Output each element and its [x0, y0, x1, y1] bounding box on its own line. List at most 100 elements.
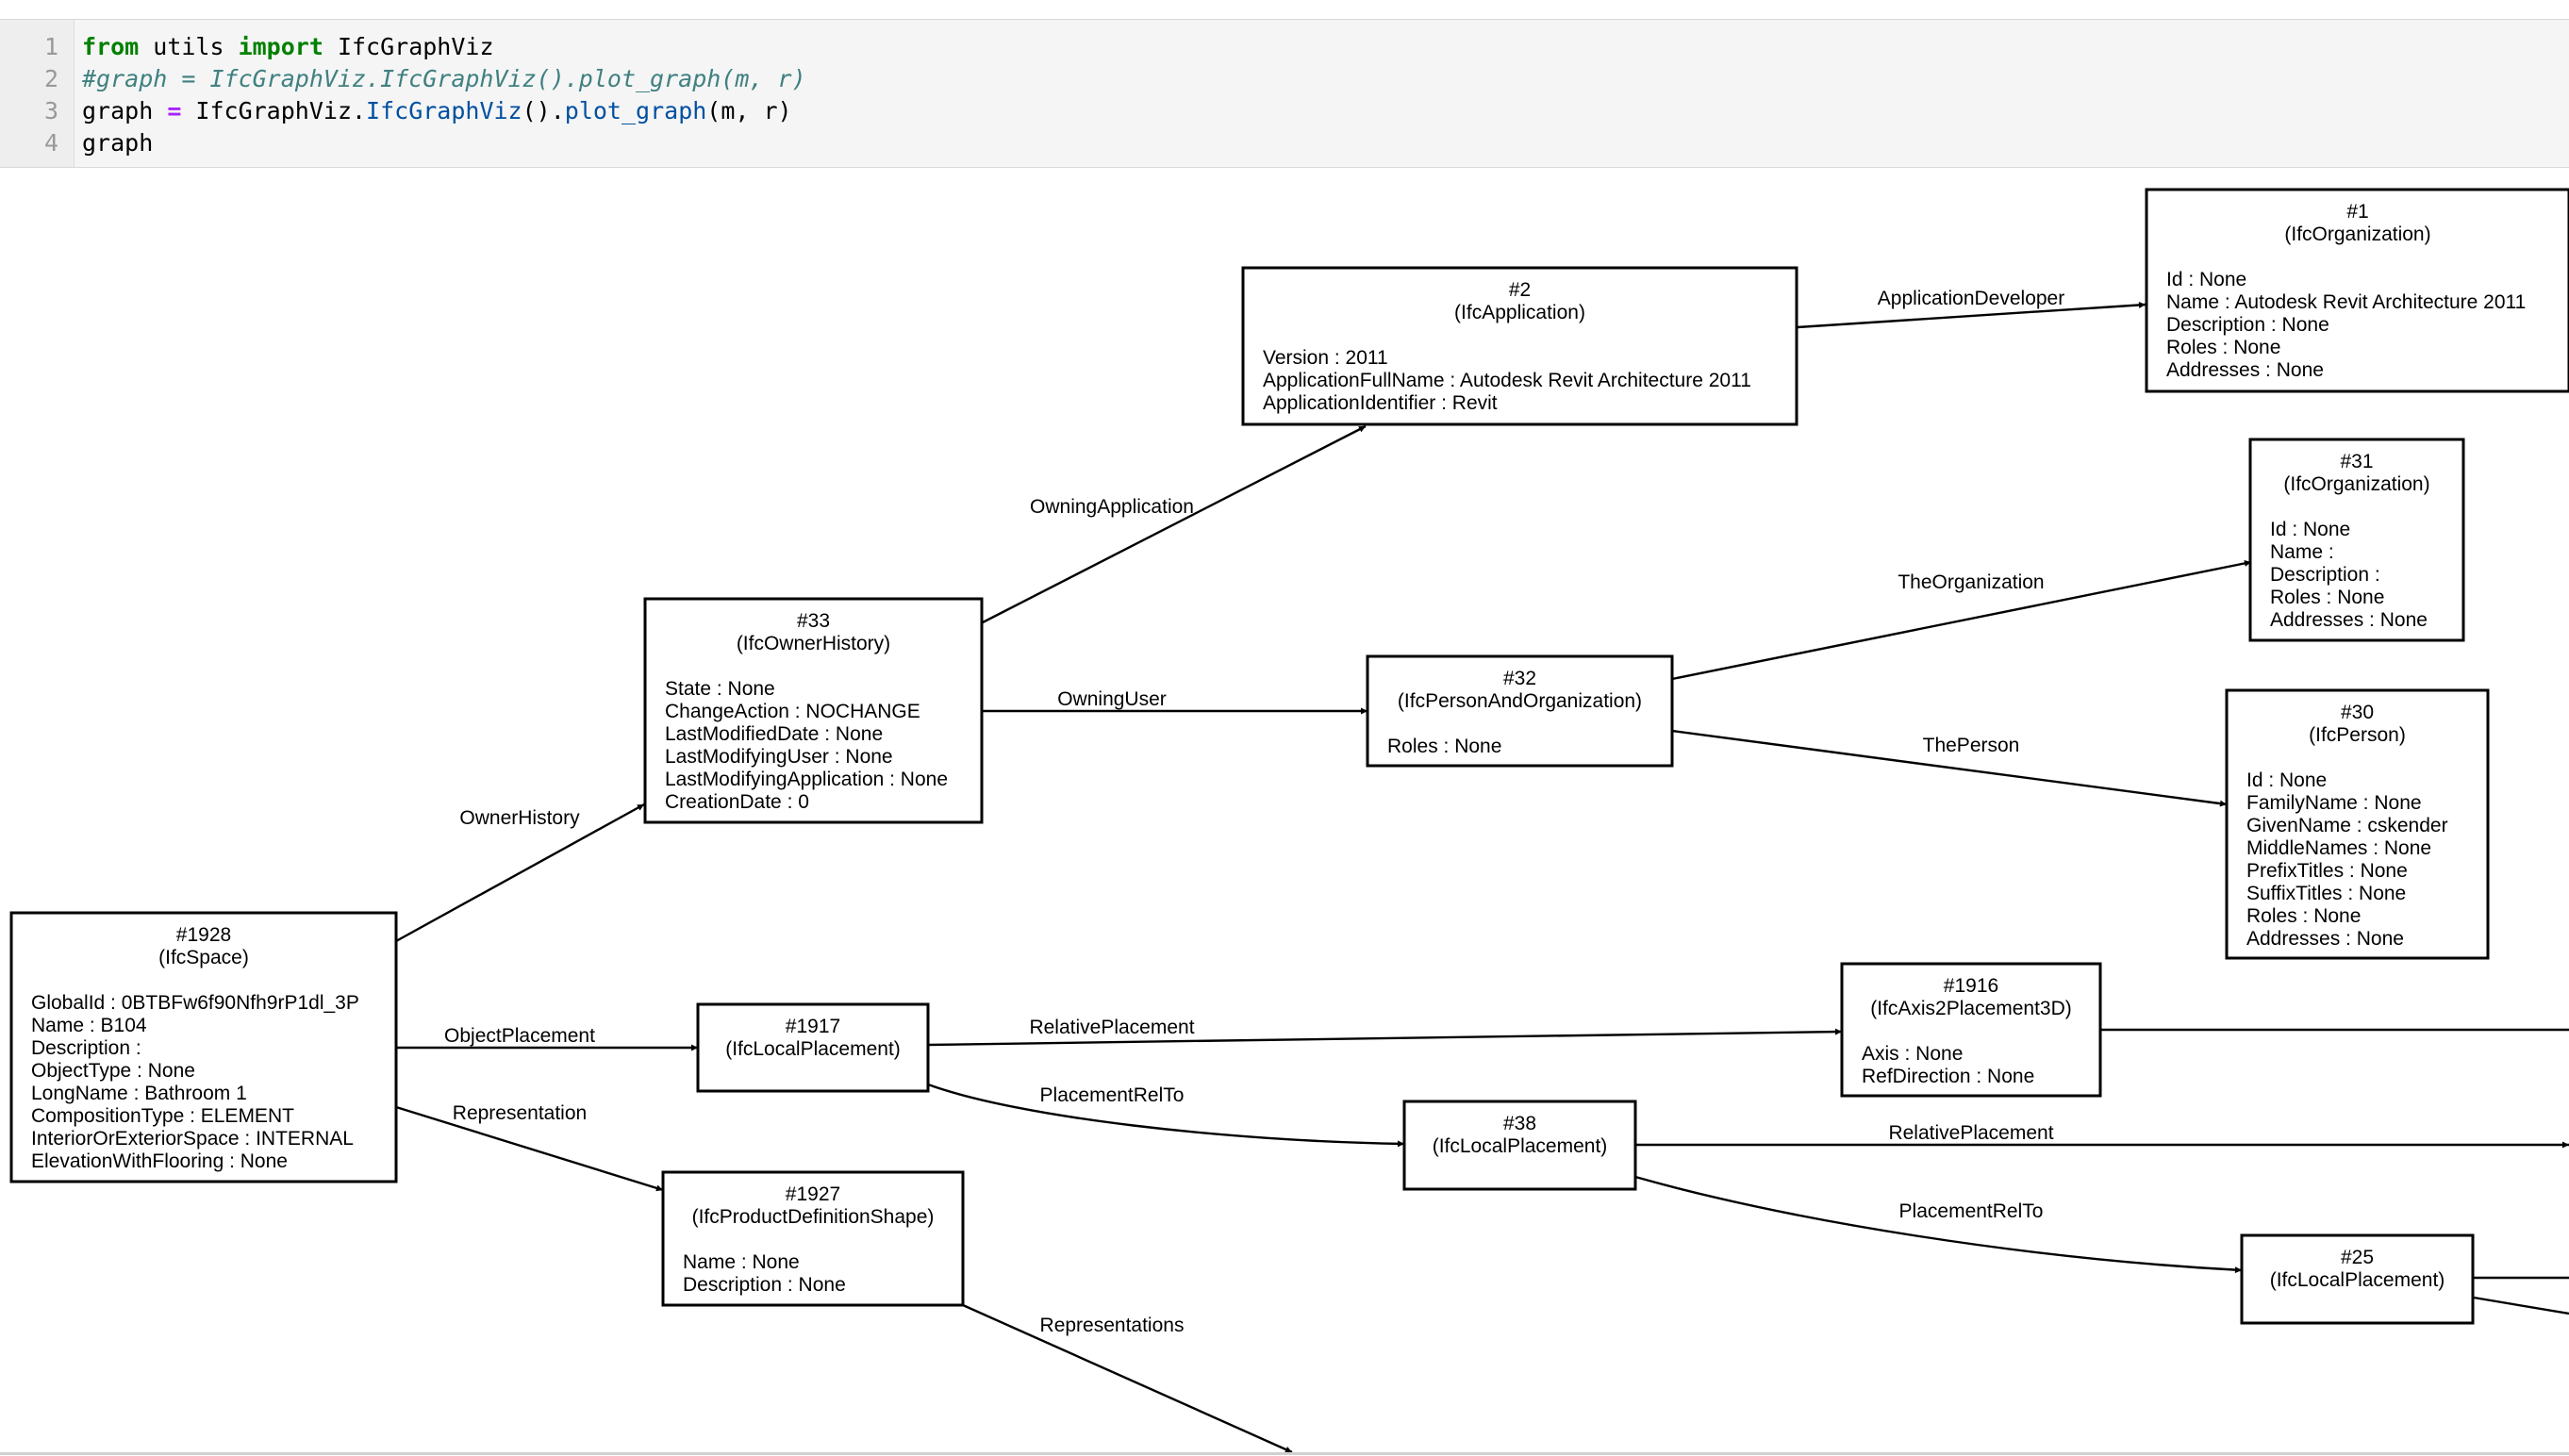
node-32-ifc-person-and-organization[interactable]: #32(IfcPersonAndOrganization)Roles : Non…: [1366, 654, 1674, 768]
node-attribute: Id : None: [2246, 769, 2327, 791]
node-box: [1366, 654, 1674, 768]
edge-line: [927, 1028, 1843, 1047]
node-box: [2240, 1233, 2475, 1325]
node-1916-ifc-axis2placement3d[interactable]: #1916(IfcAxis2Placement3D)Axis : NoneRef…: [1840, 962, 2102, 1098]
cell-separator: [0, 1452, 2569, 1455]
node-type: (IfcPerson): [2309, 724, 2406, 746]
node-33-ifc-owner-history[interactable]: #33(IfcOwnerHistory) State : NoneChangeAc…: [643, 597, 984, 824]
node-id: #30: [2341, 702, 2374, 723]
node-attribute: State : None: [665, 678, 775, 700]
node-attribute: ObjectType : None: [31, 1060, 195, 1082]
node-box: [2145, 188, 2569, 393]
edge-line: [982, 424, 1367, 624]
node-attribute: Roles : None: [2246, 905, 2361, 927]
edge-label: Representation: [453, 1102, 587, 1124]
edge-label: ApplicationDeveloper: [1878, 288, 2064, 309]
node-attribute: ApplicationIdentifier : Revit: [1263, 392, 1498, 414]
node-38-ifc-local-placement[interactable]: #38(IfcLocalPlacement): [1402, 1100, 1637, 1191]
node-attribute: PrefixTitles : None: [2246, 860, 2408, 882]
edge-owning-user: OwningUser: [983, 688, 1367, 715]
node-attribute: Name : B104: [31, 1015, 147, 1036]
node-box: [696, 1002, 930, 1093]
node-id: #2: [1509, 279, 1531, 301]
node-attribute: Description : None: [2166, 314, 2329, 336]
edge-object-placement: ObjectPlacement: [396, 1025, 698, 1051]
node-attribute: Name : None: [683, 1251, 800, 1273]
node-type: (IfcProductDefinitionShape): [692, 1206, 935, 1228]
edge-label: Representations: [1040, 1315, 1185, 1336]
edge-label: PlacementRelTo: [1899, 1200, 2044, 1222]
node-attribute: ChangeAction : NOCHANGE: [665, 701, 920, 722]
node-attribute: Id : None: [2166, 269, 2246, 290]
node-box: [2225, 688, 2490, 960]
edge-continuation: [2473, 1296, 2569, 1315]
edge-relative-placement-2: RelativePlacement: [1635, 1122, 2569, 1149]
node-1927-ifc-product-definition-shape[interactable]: #1927(IfcProductDefinitionShape) Name : N…: [661, 1170, 965, 1307]
node-attribute: Description :: [2270, 564, 2380, 586]
node-attribute: ApplicationFullName : Autodesk Revit Arc…: [1263, 370, 1751, 391]
node-attribute: Roles : None: [2166, 337, 2280, 358]
node-type: (IfcPersonAndOrganization): [1398, 690, 1642, 712]
node-25-ifc-local-placement[interactable]: #25(IfcLocalPlacement): [2240, 1233, 2475, 1325]
code-line[interactable]: 2#graph = IfcGraphViz.IfcGraphViz().plot…: [0, 63, 2569, 95]
edge-label: RelativePlacement: [1029, 1017, 1194, 1038]
node-type: (IfcLocalPlacement): [1433, 1135, 1608, 1157]
node-box: [9, 911, 398, 1183]
edge-placement-rel-to-2: PlacementRelTo: [1634, 1175, 2243, 1274]
node-attribute: InteriorOrExteriorSpace : INTERNAL: [31, 1128, 354, 1150]
edge-label: OwningApplication: [1030, 496, 1194, 518]
node-id: #32: [1503, 668, 1536, 689]
edge-label: PlacementRelTo: [1040, 1084, 1185, 1106]
node-type: (IfcApplication): [1454, 302, 1585, 323]
edge-line: [1634, 1175, 2243, 1274]
node-attribute: Description :: [31, 1037, 141, 1059]
code-text: #graph = IfcGraphViz.IfcGraphViz().plot_…: [82, 65, 806, 92]
edge-placement-rel-to-1: PlacementRelTo: [927, 1083, 1405, 1148]
node-attribute: FamilyName : None: [2246, 792, 2422, 814]
edge-line: [1671, 559, 2252, 681]
edge-relative-placement-1: RelativePlacement: [927, 1017, 1843, 1047]
node-id: #38: [1503, 1113, 1536, 1134]
node-id: #33: [797, 610, 830, 632]
node-type: (IfcOwnerHistory): [737, 633, 890, 654]
node-type: (IfcAxis2Placement3D): [1870, 998, 2072, 1019]
node-type: (IfcLocalPlacement): [2270, 1269, 2445, 1291]
node-attribute: Roles : None: [2270, 587, 2384, 608]
edge-line: [395, 802, 645, 943]
node-attribute: LastModifyingApplication : None: [665, 769, 948, 790]
node-1928-ifc-space[interactable]: #1928(IfcSpace)GlobalId : 0BTBFw6f90Nfh9…: [9, 911, 398, 1183]
node-attribute: Axis : None: [1862, 1043, 1963, 1065]
node-box: [2248, 438, 2465, 642]
node-type: (IfcOrganization): [2283, 473, 2429, 495]
node-id: #1917: [786, 1016, 840, 1037]
edge-label: OwnerHistory: [459, 807, 580, 829]
node-id: #1927: [786, 1183, 840, 1205]
node-id: #31: [2340, 451, 2373, 472]
node-id: #1: [2346, 201, 2368, 223]
node-box: [1241, 266, 1798, 426]
node-attribute: Addresses : None: [2270, 609, 2428, 631]
node-attribute: MiddleNames : None: [2246, 837, 2431, 859]
edge-line: [962, 1303, 1293, 1454]
edge-label: ThePerson: [1923, 735, 2020, 756]
node-attribute: Addresses : None: [2166, 359, 2324, 381]
node-attribute: Name : Autodesk Revit Architecture 2011: [2166, 291, 2526, 313]
node-2-ifc-application[interactable]: #2(IfcApplication)Version : 2011Applicat…: [1241, 266, 1798, 426]
edge-representation: Representation: [395, 1102, 664, 1192]
edge-the-organization: TheOrganization: [1671, 559, 2252, 681]
edge-representations: Representations: [962, 1303, 1293, 1454]
node-attribute: Version : 2011: [1263, 347, 1388, 369]
code-text: graph: [82, 129, 154, 157]
edge-line: [395, 1105, 664, 1192]
node-attribute: CreationDate : 0: [665, 791, 809, 813]
node-1917-ifc-local-placement[interactable]: #1917(IfcLocalPlacement): [696, 1002, 930, 1093]
line-number: 1: [43, 33, 58, 60]
